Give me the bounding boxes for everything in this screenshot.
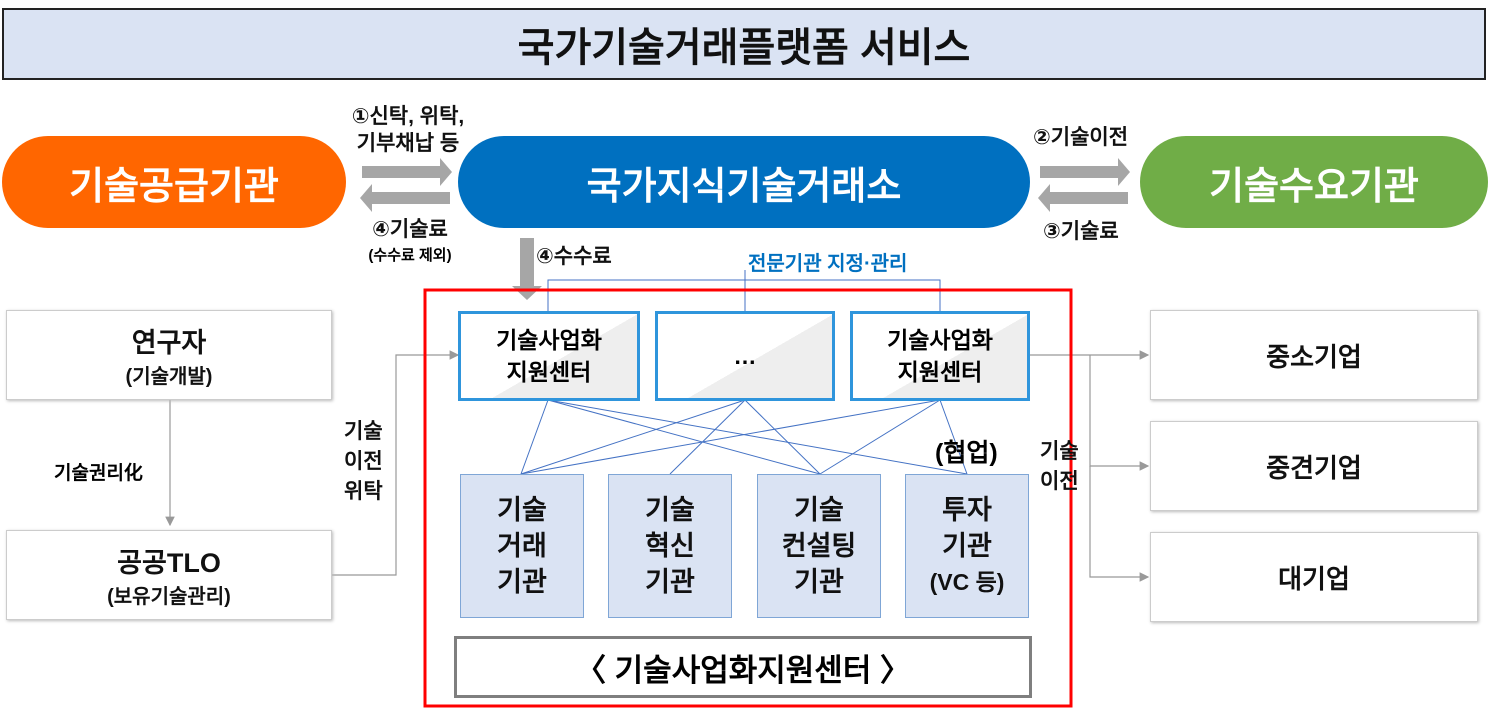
commission-label: ④수수료 <box>536 245 612 268</box>
tech-transfer-label: ②기술이전 <box>1033 126 1129 149</box>
demander-node: 기술수요기관 <box>1140 136 1488 228</box>
exchange-node: 국가지식기술거래소 <box>458 136 1030 228</box>
center-caption: 〈 기술사업화지원센터 〉 <box>454 636 1032 698</box>
support-center-frame <box>423 288 1073 708</box>
fee-note: (수수료 제외) <box>368 247 452 264</box>
tech-fee-label: ③기술료 <box>1043 220 1119 243</box>
tlo-box: 공공TLO(보유기술관리) <box>6 530 332 620</box>
company-large: 대기업 <box>1150 532 1478 622</box>
designation-label: 전문기관 지정·관리 <box>748 253 908 275</box>
fee-label: ④기술료 <box>372 218 448 241</box>
company-mid: 중견기업 <box>1150 421 1478 511</box>
company-small: 중소기업 <box>1150 310 1478 400</box>
researcher-box: 연구자(기술개발) <box>6 310 332 400</box>
cooperation-label: (협업) <box>935 439 998 467</box>
center-box-more: … <box>655 311 835 401</box>
supplier-node: 기술공급기관 <box>2 136 346 228</box>
trust-label: ①신탁, 위탁,기부채납 등 <box>351 105 465 155</box>
page-title: 국가기술거래플랫폼 서비스 <box>2 8 1486 80</box>
rights-label: 기술권리化 <box>54 463 143 484</box>
